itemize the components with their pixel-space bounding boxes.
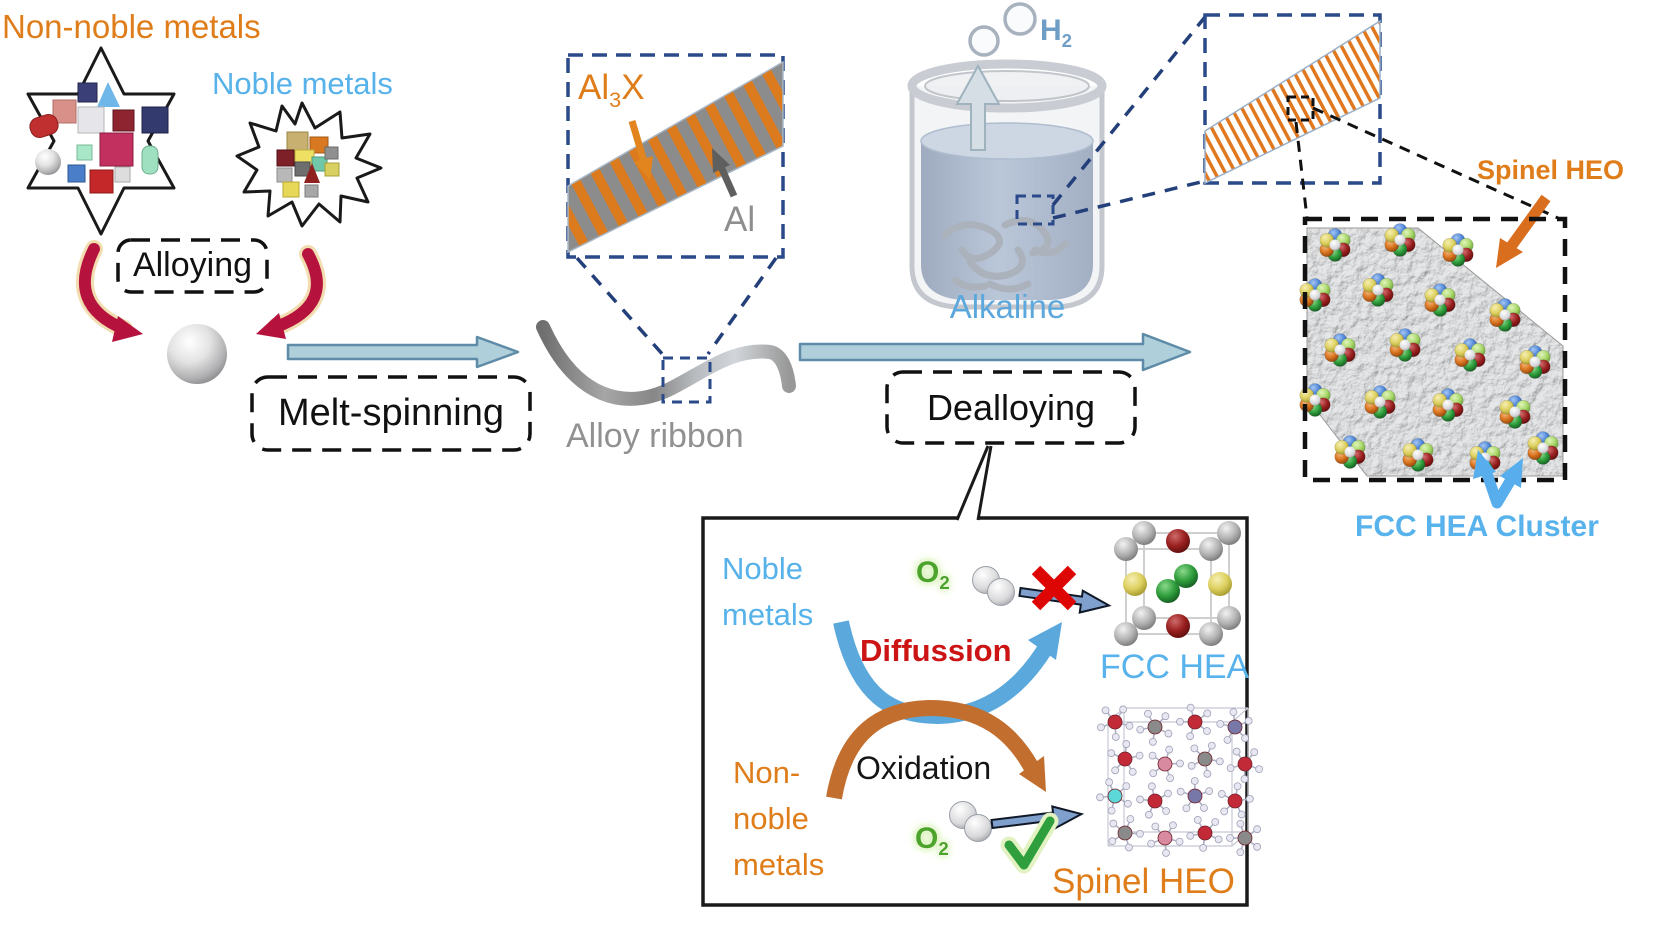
noble-metals-mech-label: Noble metals <box>722 551 814 632</box>
alkaline-label: Alkaline <box>949 288 1066 325</box>
cross-icon <box>1031 565 1077 611</box>
dealloying-label: Dealloying <box>926 386 1096 428</box>
melt-spinning-box <box>250 375 532 452</box>
spinel-atom <box>1107 740 1144 776</box>
hea-cluster-icon <box>1389 328 1421 362</box>
hea-cluster-icon <box>1402 438 1434 472</box>
curved-red-arrow-left-icon <box>76 240 143 342</box>
hatched-band <box>1204 19 1381 185</box>
dealloying-box <box>885 370 1137 445</box>
o2-molecule-icon <box>949 801 992 842</box>
hea-cluster-icons <box>1299 223 1559 475</box>
curved-red-arrow-right-icon <box>256 245 326 339</box>
allowed-arrow-icon <box>990 805 1085 830</box>
al-pointer-arrow-icon <box>712 148 738 198</box>
microstructure-frame <box>1302 216 1568 483</box>
check-icon <box>1000 812 1059 874</box>
al3x-inset <box>566 53 785 358</box>
hea-cluster-icon <box>1489 298 1521 332</box>
beaker-icon <box>907 2 1107 310</box>
non-noble-metals-label: Non-noble metals <box>2 8 261 45</box>
submerged-ribbons <box>941 217 1069 293</box>
flow-arrow-icon <box>798 332 1192 372</box>
dealloyed-inset <box>1051 13 1559 220</box>
fcc-hea-label: FCC HEA <box>1100 648 1250 686</box>
hea-cluster-icon <box>1424 283 1456 317</box>
spinel-atom <box>1147 821 1184 857</box>
cluster-arrow-icon <box>1473 450 1523 509</box>
non-noble-mech-label: Non- noble metals <box>733 755 825 882</box>
spinel-crystal-icon <box>1096 703 1263 857</box>
spinel-atom <box>1176 703 1212 741</box>
spinel-atom <box>1097 705 1134 741</box>
spinel-arrow-icon <box>1496 194 1551 268</box>
oxidation-label: Oxidation <box>856 750 992 786</box>
hea-cluster-icon <box>1384 223 1416 257</box>
spinel-atom <box>1226 819 1262 857</box>
alloy-sphere-icon <box>167 324 227 384</box>
spinel-atom <box>1096 778 1132 815</box>
hea-cluster-icon <box>1442 233 1474 267</box>
bubble-icon <box>968 25 1000 57</box>
hea-cluster-icon <box>1519 345 1551 379</box>
spinel-atom <box>1108 815 1144 852</box>
hea-cluster-icon <box>1499 395 1531 429</box>
inset-zoom-marker <box>1286 95 1315 122</box>
o2-label: O2 <box>915 822 949 859</box>
burst-star-icon <box>235 101 383 228</box>
hea-cluster-icon <box>1362 273 1394 307</box>
fcc-crystal-icon <box>1114 521 1241 646</box>
melt-spinning-label: Melt-spinning <box>278 391 504 434</box>
bubble-icon <box>1003 2 1037 36</box>
spinel-atom <box>1148 745 1184 782</box>
al3x-label: Al3X <box>578 68 645 112</box>
flow-arrow-icon <box>286 335 520 369</box>
metal-shapes <box>29 82 169 194</box>
noble-metal-shapes <box>276 131 340 198</box>
six-point-star-icon <box>26 46 176 236</box>
hea-cluster-icon <box>1527 431 1559 465</box>
hea-cluster-icon <box>1324 333 1356 367</box>
diffusion-label: Diffussion <box>860 633 1012 668</box>
hea-cluster-icon <box>1454 338 1486 372</box>
hea-cluster-icon <box>1334 435 1366 469</box>
spinel-atom <box>1226 747 1263 783</box>
al-label: Al <box>724 200 756 239</box>
spinel-atom <box>1136 782 1172 819</box>
al3x-pointer-arrow-icon <box>628 120 653 180</box>
o2-label: O2 <box>916 556 950 593</box>
alloying-box <box>116 238 269 294</box>
spinel-heo-mech-label: Spinel HEO <box>1052 862 1235 901</box>
spinel-atom <box>1176 777 1214 813</box>
al3x-striped-band <box>567 60 784 254</box>
hea-cluster-icon <box>1319 228 1351 262</box>
beaker-zoom-marker <box>1015 194 1055 226</box>
oxidation-swoosh-arrow <box>826 699 1046 800</box>
up-arrow-icon <box>955 63 1001 151</box>
ribbon-zoom-marker <box>661 356 712 404</box>
alloying-label: Alloying <box>132 246 253 285</box>
ribbon-icon <box>536 320 796 406</box>
noble-metals-label: Noble metals <box>212 66 393 101</box>
spinel-atom <box>1216 708 1253 744</box>
spinel-atom <box>1217 782 1254 819</box>
hea-cluster-icon <box>1432 388 1464 422</box>
fcc-hea-cluster-label: FCC HEA Cluster <box>1355 510 1599 543</box>
spinel-atom <box>1187 741 1224 778</box>
alloy-ribbon-label: Alloy ribbon <box>566 417 744 455</box>
hea-cluster-icon <box>1364 385 1396 419</box>
spinel-atom <box>1186 815 1223 852</box>
microstructure-image <box>1299 216 1568 483</box>
h2-label: H2 <box>1040 14 1073 51</box>
o2-molecule-icon <box>972 566 1015 606</box>
spinel-heo-pointer-label: Spinel HEO <box>1477 155 1625 185</box>
spinel-atom <box>1136 709 1173 746</box>
